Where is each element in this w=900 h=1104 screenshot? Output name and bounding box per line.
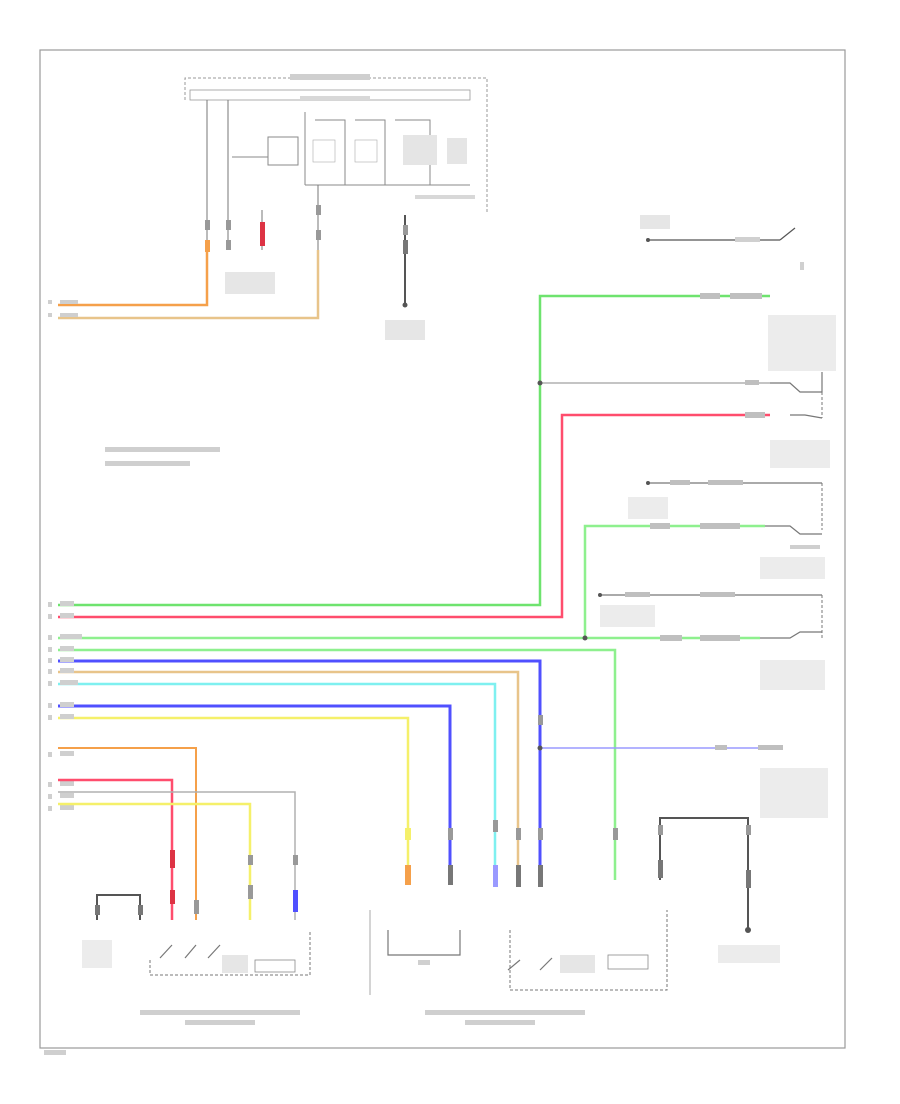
label-block-door-lock bbox=[768, 315, 836, 371]
wire-blue-1 bbox=[58, 659, 542, 880]
wire-blue-2 bbox=[58, 704, 452, 880]
box-label-bar bbox=[290, 74, 370, 80]
switch-icon bbox=[159, 944, 173, 959]
wire-yellow-1 bbox=[58, 716, 410, 880]
splice-dot-icon bbox=[537, 380, 543, 386]
wire-tan-2 bbox=[58, 670, 520, 880]
switch-icon bbox=[539, 957, 553, 971]
connector-markers-lower bbox=[170, 715, 618, 914]
right-door-lock-actuator bbox=[369, 910, 668, 1025]
switch-icon bbox=[779, 227, 796, 241]
relay-1 bbox=[267, 136, 299, 166]
bottom-left-ground bbox=[82, 894, 143, 968]
splice-dot-icon bbox=[582, 635, 588, 641]
label-block-fuse bbox=[225, 272, 275, 294]
junction-relay-box bbox=[184, 74, 488, 250]
legend-line-1 bbox=[105, 447, 220, 452]
label-block-switch-2 bbox=[760, 557, 825, 579]
ground-icon bbox=[745, 927, 751, 933]
wire-cyan-1 bbox=[58, 682, 497, 880]
wire-lightgreen-3 bbox=[58, 648, 617, 880]
splice-dot-icon bbox=[537, 745, 543, 751]
wire-lightgreen-1 bbox=[58, 524, 765, 640]
legend-line-2 bbox=[105, 461, 190, 466]
wire-red-1 bbox=[58, 413, 770, 619]
wire-red-2 bbox=[58, 778, 174, 920]
switch-icon bbox=[507, 959, 521, 971]
switch-icon bbox=[184, 944, 197, 959]
right-top-switch bbox=[640, 215, 804, 270]
right-switch-group-2 bbox=[598, 592, 823, 640]
left-door-lock-actuator bbox=[140, 930, 311, 1025]
right-switch-group-1 bbox=[628, 480, 823, 530]
label-block-module bbox=[760, 768, 828, 818]
left-wire-labels bbox=[48, 601, 82, 811]
wire-tan-top bbox=[58, 250, 320, 320]
page-frame bbox=[39, 49, 846, 1049]
switch-icon bbox=[207, 944, 221, 959]
right-lower-ground bbox=[658, 817, 780, 963]
wire-green-1 bbox=[58, 294, 770, 607]
wire-gray-2 bbox=[58, 791, 296, 920]
connector-markers-top bbox=[205, 205, 321, 252]
ground-branch-top bbox=[385, 215, 425, 340]
splice-dot-icon bbox=[402, 302, 408, 308]
wire-yellow-2 bbox=[58, 802, 252, 920]
footer-mark bbox=[44, 1050, 66, 1055]
label-block-switch-3 bbox=[760, 660, 825, 690]
wire-orange-2 bbox=[58, 747, 197, 920]
switch-icon bbox=[760, 631, 822, 639]
switch-icon bbox=[770, 372, 823, 393]
label-block-lock-switch bbox=[770, 440, 830, 468]
switch-icon bbox=[765, 525, 822, 535]
wire-orange-top bbox=[58, 250, 209, 307]
